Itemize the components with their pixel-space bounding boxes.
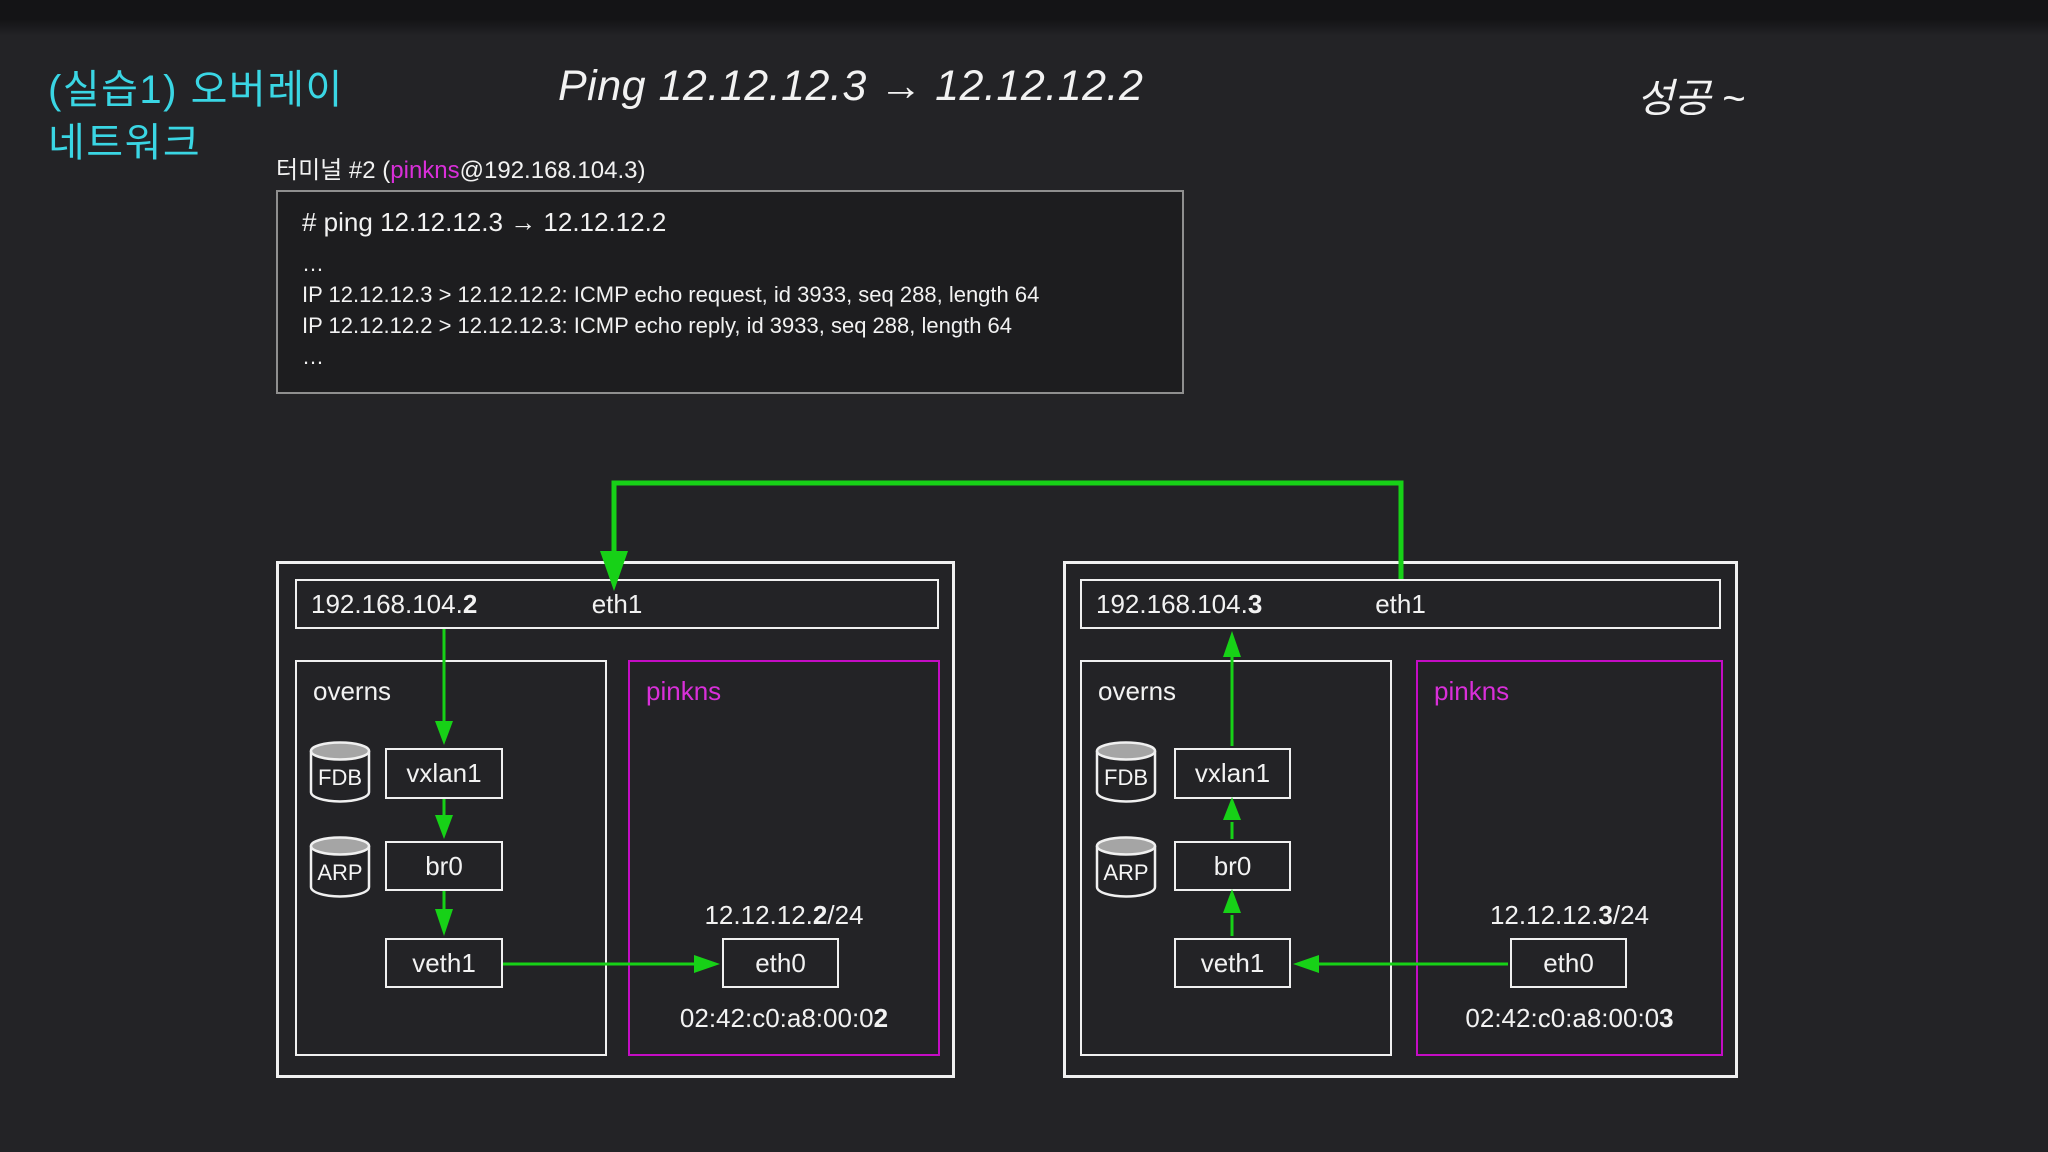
vxlan1-box-left: vxlan1 <box>385 748 503 799</box>
terminal-label: 터미널 #2 (pinkns@192.168.104.3) <box>276 150 645 185</box>
eth0-box-left: eth0 <box>722 938 839 988</box>
host-ip-prefix: 192.168.104. <box>311 589 463 619</box>
eth1-bar-right: 192.168.104.3 eth1 <box>1080 579 1721 629</box>
lesson-title-line2: 네트워크 <box>48 121 202 165</box>
host-ip-left: 192.168.104.2 <box>311 581 477 627</box>
pod-ip-bold: 2 <box>812 900 828 930</box>
mac-address-right: 02:42:c0:a8:00:03 <box>1418 1003 1721 1034</box>
eth0-box-right: eth0 <box>1510 938 1627 988</box>
fdb-label: FDB <box>318 765 362 790</box>
terminal-user: pinkns <box>390 157 460 184</box>
overns-box-left: overns FDB vxlan1 ARP br0 veth1 <box>295 660 607 1056</box>
host-ip-prefix: 192.168.104. <box>1096 589 1248 619</box>
pod-ip-left: 12.12.12.2/24 <box>630 900 938 931</box>
pod-ip-right: 12.12.12.3/24 <box>1418 900 1721 931</box>
status-text: 성공 ~ <box>1637 77 1746 121</box>
arp-label: ARP <box>317 860 362 885</box>
overns-label: overns <box>313 676 392 706</box>
mac-prefix: 02:42:c0:a8:00:0 <box>679 1003 874 1033</box>
eth1-label-right: eth1 <box>1375 589 1426 619</box>
fdb-database-icon: FDB <box>309 741 371 803</box>
host-ip-bold: 3 <box>1247 589 1263 619</box>
mac-address-left: 02:42:c0:a8:00:02 <box>630 1003 938 1034</box>
veth1-box-left: veth1 <box>385 938 503 988</box>
lesson-title-line1: (실습1) 오버레이 <box>48 68 344 112</box>
pod-ip-bold: 3 <box>1598 900 1613 930</box>
pod-ip-suffix: /24 <box>827 900 864 930</box>
terminal-output: # ping 12.12.12.3 → 12.12.12.2 … IP 12.1… <box>276 190 1184 394</box>
top-edge-shadow <box>0 0 2048 36</box>
pod-ip-prefix: 12.12.12. <box>1489 900 1599 930</box>
arp-database-icon: ARP <box>1095 836 1157 898</box>
lesson-title: (실습1) 오버레이 네트워크 <box>48 64 344 170</box>
terminal-icmp-request: IP 12.12.12.3 > 12.12.12.2: ICMP echo re… <box>302 282 1040 307</box>
pinkns-label: pinkns <box>1434 676 1510 706</box>
host-ip-right: 192.168.104.3 <box>1096 581 1262 627</box>
veth1-box-right: veth1 <box>1174 938 1291 988</box>
host-box-left: 192.168.104.2 eth1 overns FDB vxlan1 ARP… <box>276 561 955 1078</box>
host-box-right: 192.168.104.3 eth1 overns FDB vxlan1 ARP… <box>1063 561 1738 1078</box>
mac-prefix: 02:42:c0:a8:00:0 <box>1465 1003 1660 1033</box>
fdb-label: FDB <box>1104 765 1148 790</box>
terminal-command: # ping 12.12.12.3 → 12.12.12.2 <box>302 207 667 237</box>
vxlan1-box-right: vxlan1 <box>1174 748 1291 799</box>
terminal-label-prefix: 터미널 #2 ( <box>276 157 391 184</box>
pinkns-box-left: pinkns 12.12.12.2/24 eth0 02:42:c0:a8:00… <box>628 660 940 1056</box>
terminal-ellipsis: … <box>302 344 324 369</box>
eth1-bar-left: 192.168.104.2 eth1 <box>295 579 939 629</box>
br0-box-left: br0 <box>385 841 503 891</box>
overns-box-right: overns FDB vxlan1 ARP br0 veth1 <box>1080 660 1392 1056</box>
mac-bold: 2 <box>873 1003 889 1033</box>
overns-label: overns <box>1098 676 1177 706</box>
page-title: Ping 12.12.12.3 → 12.12.12.2 <box>558 62 1144 110</box>
br0-box-right: br0 <box>1174 841 1291 891</box>
arp-database-icon: ARP <box>309 836 371 898</box>
pod-ip-prefix: 12.12.12. <box>704 900 813 930</box>
terminal-icmp-reply: IP 12.12.12.2 > 12.12.12.3: ICMP echo re… <box>302 313 1013 338</box>
terminal-ellipsis: … <box>302 251 324 276</box>
terminal-label-suffix: @192.168.104.3) <box>459 157 646 184</box>
mac-bold: 3 <box>1659 1003 1674 1033</box>
host-ip-bold: 2 <box>462 589 478 619</box>
pinkns-box-right: pinkns 12.12.12.3/24 eth0 02:42:c0:a8:00… <box>1416 660 1723 1056</box>
eth1-label-left: eth1 <box>591 589 643 619</box>
arp-label: ARP <box>1103 860 1148 885</box>
pinkns-label: pinkns <box>646 676 722 706</box>
fdb-database-icon: FDB <box>1095 741 1157 803</box>
pod-ip-suffix: /24 <box>1612 900 1650 930</box>
